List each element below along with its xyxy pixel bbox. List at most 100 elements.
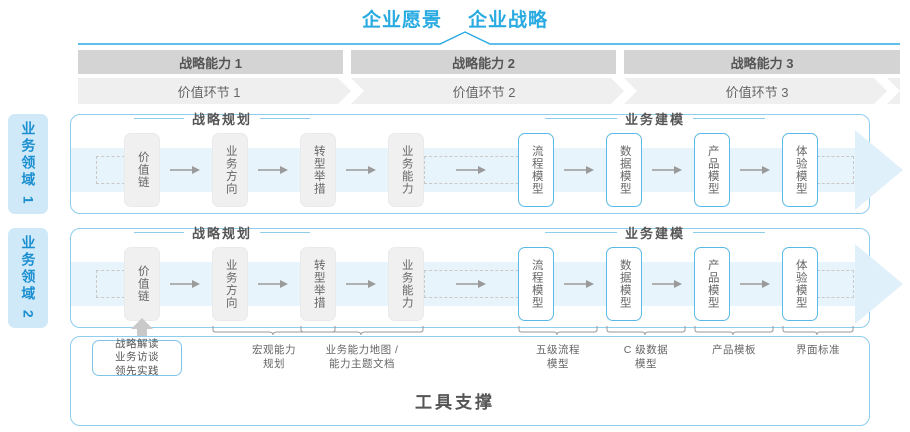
row-2-arrow-7-icon xyxy=(740,280,770,288)
strategy-up-arrow-icon xyxy=(131,318,153,346)
row-1-arrow-4-icon xyxy=(456,166,486,174)
row-2-node-product-model[interactable]: 产品模型 xyxy=(694,247,730,321)
row-2-arrow-4-icon xyxy=(456,280,486,288)
row-2-section-title-right-text: 业务建模 xyxy=(625,225,686,241)
row-2-node-business-capability[interactable]: 业务能力 xyxy=(388,247,424,321)
side-label-domain-2: 业务领域 2 xyxy=(8,228,48,328)
row-2-node-product-model-label: 产品模型 xyxy=(706,259,719,309)
row-1-node-experience-model-label: 体验模型 xyxy=(794,145,807,195)
row-1-node-process-model-label: 流程模型 xyxy=(530,145,543,195)
value-cell-3: 价值环节 3 xyxy=(626,78,888,104)
row-1-section-title-left: 战略规划 xyxy=(134,110,311,127)
row-2-node-data-model[interactable]: 数据模型 xyxy=(606,247,642,321)
row-2-arrow-5-icon xyxy=(564,280,594,288)
footer-label-product-template: 产品模板 xyxy=(694,344,774,358)
side-label-domain-2-text: 业务领域 2 xyxy=(20,235,37,321)
row-2-node-business-capability-label: 业务能力 xyxy=(400,259,413,309)
row-2-node-business-direction-label: 业务方向 xyxy=(224,259,237,309)
footer-label-product-template-l1: 产品模板 xyxy=(712,344,756,356)
row-1-node-business-capability[interactable]: 业务能力 xyxy=(388,133,424,207)
row-1-node-product-model-label: 产品模型 xyxy=(706,145,719,195)
footer-label-capability-map: 业务能力地图 / 能力主题文档 xyxy=(302,344,422,371)
side-label-domain-1-text: 业务领域 1 xyxy=(20,121,37,207)
value-cell-1-label: 价值环节 1 xyxy=(177,84,241,100)
footer-label-data-model-l2: 模型 xyxy=(635,357,657,370)
value-band-notch-3 xyxy=(874,78,900,104)
capability-cell-1: 战略能力 1 xyxy=(78,50,343,74)
row-2-node-experience-model[interactable]: 体验模型 xyxy=(782,247,818,321)
capability-cell-3: 战略能力 3 xyxy=(624,50,900,74)
side-label-domain-1: 业务领域 1 xyxy=(8,114,48,214)
capability-cell-2-label: 战略能力 2 xyxy=(452,55,515,71)
row-2-node-transformation-label: 转型举措 xyxy=(312,259,325,309)
row-1-node-value-chain[interactable]: 价值链 xyxy=(124,133,160,207)
row-2-node-experience-model-label: 体验模型 xyxy=(794,259,807,309)
footer-label-data-model: C 级数据 模型 xyxy=(606,344,686,371)
row-2-section-title-left-text: 战略规划 xyxy=(192,225,253,241)
strategy-line-3: 领先实践 xyxy=(115,364,159,377)
row-1-node-process-model[interactable]: 流程模型 xyxy=(518,133,554,207)
bracket-process-model xyxy=(518,326,598,336)
row-1-node-data-model-label: 数据模型 xyxy=(618,145,631,195)
title-enterprise-vision: 企业愿景 xyxy=(361,9,442,31)
row-2-node-transformation[interactable]: 转型举措 xyxy=(300,247,336,321)
bracket-data-model xyxy=(606,326,686,336)
value-band: 价值环节 1 价值环节 2 价值环节 3 xyxy=(78,78,900,104)
row-1-left-rule-start xyxy=(134,117,184,119)
row-1-node-transformation[interactable]: 转型举措 xyxy=(300,133,336,207)
value-cell-1: 价值环节 1 xyxy=(78,78,340,104)
row-1-node-experience-model[interactable]: 体验模型 xyxy=(782,133,818,207)
row-1-node-data-model[interactable]: 数据模型 xyxy=(606,133,642,207)
row-2-node-business-direction[interactable]: 业务方向 xyxy=(212,247,248,321)
footer-label-capability-map-l1: 业务能力地图 / xyxy=(325,344,399,356)
value-cell-3-label: 价值环节 3 xyxy=(725,84,789,100)
row-1-node-business-capability-label: 业务能力 xyxy=(400,145,413,195)
row-1-right-rule-end xyxy=(693,117,766,119)
bracket-ui-standard xyxy=(782,326,854,336)
row-1-node-product-model[interactable]: 产品模型 xyxy=(694,133,730,207)
row-1-node-transformation-label: 转型举措 xyxy=(312,145,325,195)
row-1-left-rule-end xyxy=(260,117,311,119)
row-2-arrow-3-icon xyxy=(346,280,376,288)
row-2-dash-right xyxy=(812,270,854,298)
row-1-arrow-5-icon xyxy=(564,166,594,174)
row-1-node-business-direction[interactable]: 业务方向 xyxy=(212,133,248,207)
row-2-arrow-2-icon xyxy=(258,280,288,288)
tool-support-title: 工具支撑 xyxy=(415,393,495,412)
strategy-interpretation-box[interactable]: 战略解读 业务访谈 领先实践 xyxy=(92,338,182,377)
strategy-interpretation-text: 战略解读 业务访谈 领先实践 xyxy=(115,338,159,377)
capability-cell-3-label: 战略能力 3 xyxy=(730,55,794,71)
title-enterprise-strategy: 企业战略 xyxy=(468,9,549,31)
row-1-node-business-direction-label: 业务方向 xyxy=(224,145,237,195)
value-cell-2-label: 价值环节 2 xyxy=(452,84,516,100)
footer-label-process-model-l1: 五级流程 xyxy=(536,344,580,356)
row-2-node-process-model-label: 流程模型 xyxy=(530,259,543,309)
footer-label-macro-capability: 宏观能力 规划 xyxy=(214,344,334,371)
row-1-right-rule-start xyxy=(545,117,617,119)
row-2-left-rule-end xyxy=(260,231,311,233)
row-1-node-value-chain-label: 价值链 xyxy=(136,151,149,189)
footer-label-ui-standard-l1: 界面标准 xyxy=(796,344,840,356)
peak-connector-line xyxy=(78,31,900,45)
strategy-line-2: 业务访谈 xyxy=(115,351,159,364)
row-1-dash-right xyxy=(812,156,854,184)
footer-label-process-model: 五级流程 模型 xyxy=(518,344,598,371)
footer-label-capability-map-l2: 能力主题文档 xyxy=(329,357,395,370)
value-band-notch-1 xyxy=(338,78,364,104)
row-1-arrow-7-icon xyxy=(740,166,770,174)
row-1-arrow-3-icon xyxy=(346,166,376,174)
footer-label-ui-standard: 界面标准 xyxy=(780,344,856,358)
row-2-node-value-chain[interactable]: 价值链 xyxy=(124,247,160,321)
row-2-arrow-head-icon xyxy=(855,244,903,324)
row-1-arrow-2-icon xyxy=(258,166,288,174)
footer-label-data-model-l1: C 级数据 xyxy=(623,344,669,356)
row-2-section-title-right: 业务建模 xyxy=(545,224,766,241)
row-2-right-rule-start xyxy=(545,231,617,233)
row-1-section-title-right-text: 业务建模 xyxy=(625,111,686,127)
top-title-group: 企业愿景 企业战略 xyxy=(0,4,910,32)
row-2-node-process-model[interactable]: 流程模型 xyxy=(518,247,554,321)
row-2-node-data-model-label: 数据模型 xyxy=(618,259,631,309)
bracket-product-template xyxy=(694,326,774,336)
footer-label-macro-capability-l1: 宏观能力 xyxy=(252,344,296,356)
